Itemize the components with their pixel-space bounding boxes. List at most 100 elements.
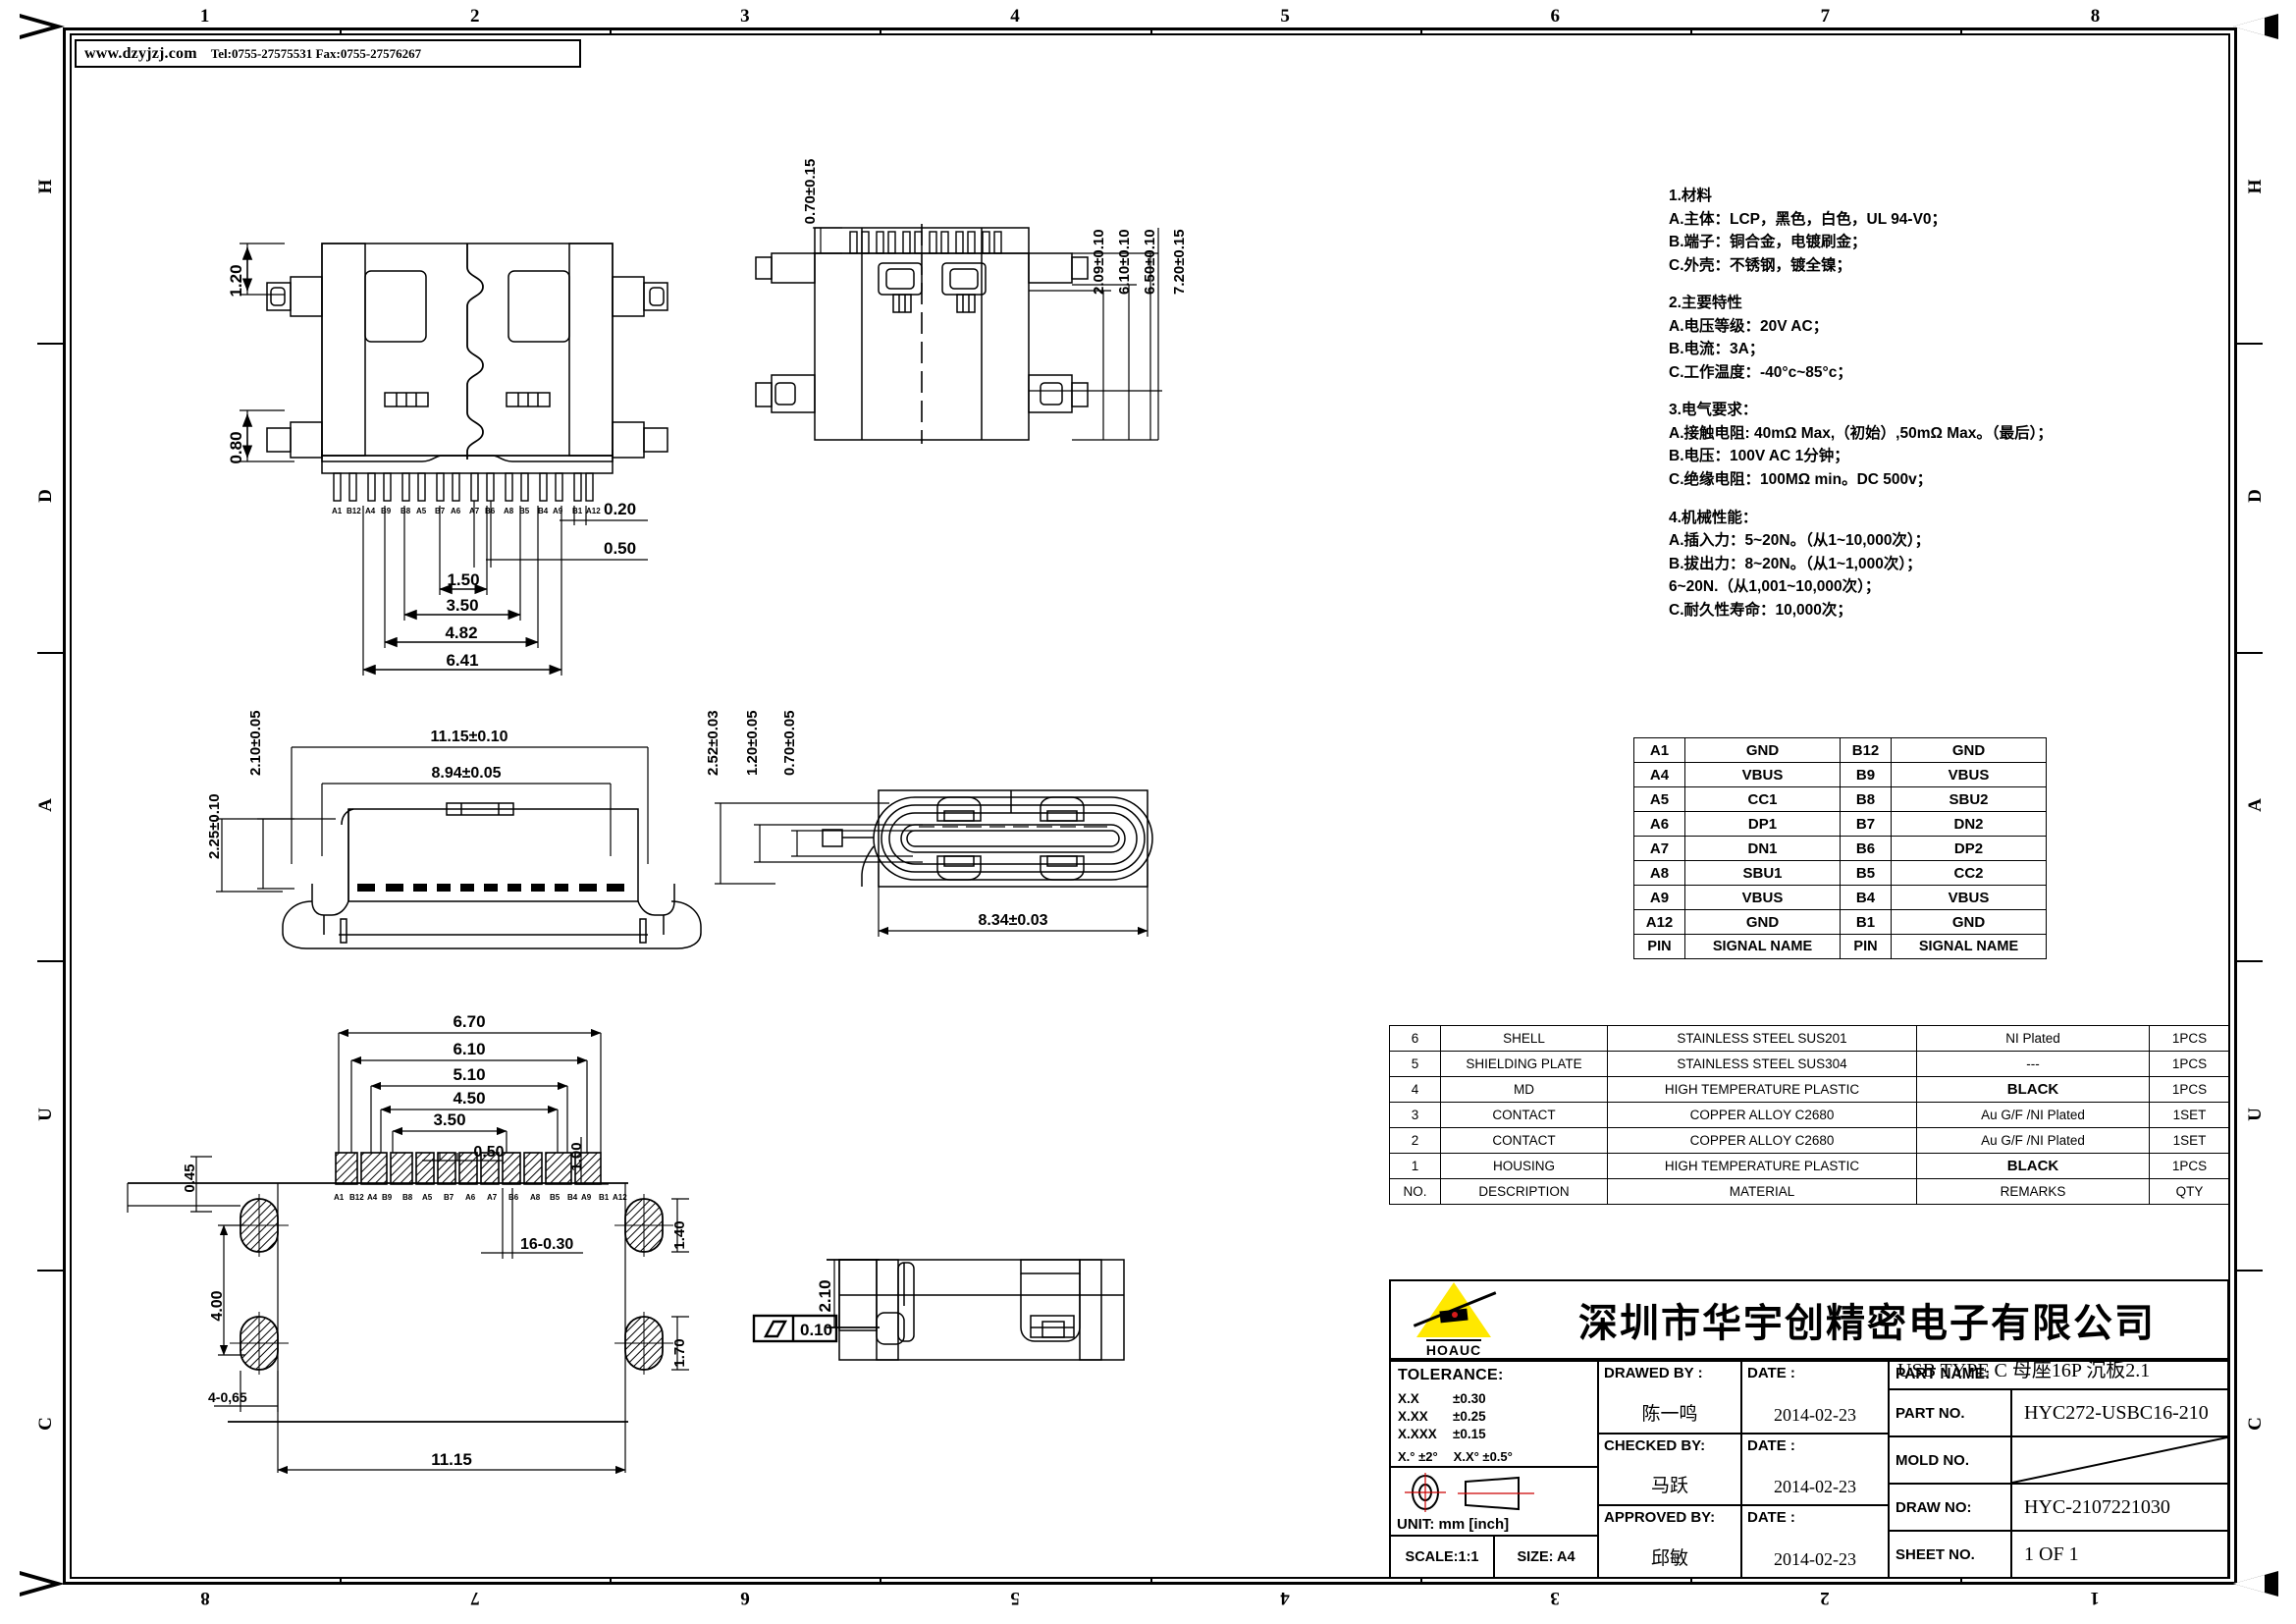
bom-qty-cell: 1PCS	[2149, 1025, 2230, 1052]
zone-label-left-U: U	[35, 1107, 56, 1121]
pin-table-header-cell: SIGNAL NAME	[1891, 934, 2047, 959]
drawed-by-cell: DRAWED BY : 陈一鸣	[1599, 1362, 1742, 1433]
pin-id-cell: A6	[1633, 811, 1685, 837]
note-line: C.工作温度：-40°c~85°c；	[1669, 363, 1852, 381]
logo-triangle-icon	[1413, 1281, 1497, 1337]
zone-tick-bottom	[610, 1578, 613, 1585]
bom-material-cell: HIGH TEMPERATURE PLASTIC	[1607, 1153, 1917, 1179]
bom-no-cell: 2	[1389, 1127, 1441, 1154]
part-no-row: PART NO. HYC272-USBC16-210	[1890, 1390, 2227, 1437]
note-line: C.外壳：不锈钢，镀全镍；	[1669, 256, 1852, 274]
bom-header-cell: DESCRIPTION	[1440, 1178, 1608, 1205]
zone-label-right-A: A	[2245, 798, 2266, 812]
zone-label-top-3: 3	[740, 6, 750, 27]
pin-id-cell: B8	[1840, 786, 1892, 812]
corner-marker-notch	[20, 18, 51, 35]
bom-material-cell: COPPER ALLOY C2680	[1607, 1102, 1917, 1128]
empty-field-slash-icon	[2012, 1437, 2227, 1483]
bom-material-cell: STAINLESS STEEL SUS304	[1607, 1051, 1917, 1077]
checked-by-cell: CHECKED BY: 马跃	[1599, 1434, 1742, 1505]
bom-remarks-cell: Au G/F /NI Plated	[1916, 1127, 2150, 1154]
approved-by-row: APPROVED BY: 邱敏 DATE : 2014-02-23	[1599, 1506, 1888, 1578]
zone-label-left-D: D	[35, 489, 56, 504]
draw-no-label: DRAW NO:	[1890, 1485, 2012, 1530]
tolerance-row: X.X±0.30	[1398, 1390, 1597, 1408]
zone-tick-bottom	[1149, 1578, 1152, 1585]
part-name-value: USB TYPE C 母座16P 沉板2.1	[1897, 1360, 2151, 1381]
bom-remarks-cell: BLACK	[1916, 1153, 2150, 1179]
zone-label-left-A: A	[35, 798, 56, 812]
drawed-date-label: DATE :	[1747, 1365, 1795, 1381]
mold-no-value	[2012, 1437, 2227, 1483]
pin-id-cell: A12	[1633, 909, 1685, 935]
zone-tick-top	[1149, 27, 1152, 34]
first-angle-projection-icon	[1405, 1473, 1446, 1512]
angular-tolerance-row: X.° ±2°X.X° ±0.5°	[1398, 1449, 1597, 1464]
bom-material-cell: STAINLESS STEEL SUS201	[1607, 1025, 1917, 1052]
pin-signal-cell: SBU1	[1684, 860, 1841, 886]
note-line: C.耐久性寿命：10,000次；	[1669, 601, 1852, 619]
pin-signal-cell: SBU2	[1891, 786, 2047, 812]
drawed-date-value: 2014-02-23	[1774, 1404, 1856, 1425]
corner-marker-notch	[2233, 1575, 2265, 1593]
pin-signal-cell: VBUS	[1684, 762, 1841, 787]
tolerance-row-value: ±0.15	[1453, 1426, 1486, 1441]
pin-signal-cell: VBUS	[1891, 762, 2047, 787]
drawed-date-cell: DATE : 2014-02-23	[1742, 1362, 1888, 1433]
pin-id-cell: B6	[1840, 836, 1892, 861]
zone-tick-top	[1419, 27, 1422, 34]
pin-id-cell: B4	[1840, 885, 1892, 910]
checked-by-row: CHECKED BY: 马跃 DATE : 2014-02-23	[1599, 1434, 1888, 1507]
part-info-column: PART NAME: USB TYPE C 母座16P 沉板2.1 PART N…	[1890, 1360, 2227, 1577]
note-line: 6~20N.（从1,001~10,000次）；	[1669, 578, 1881, 596]
part-name-label: PART NAME:	[1896, 1366, 1991, 1382]
note-line: B.电流：3A；	[1669, 341, 1765, 358]
website-url: www.dzyjzj.com	[84, 44, 197, 62]
bom-qty-cell: 1SET	[2149, 1127, 2230, 1154]
draw-no-row: DRAW NO: HYC-2107221030	[1890, 1485, 2227, 1532]
bom-description-cell: SHIELDING PLATE	[1440, 1051, 1608, 1077]
bom-no-cell: 5	[1389, 1051, 1441, 1077]
bom-header-cell: NO.	[1389, 1178, 1441, 1205]
angular-tolerance-value: X.X° ±0.5°	[1453, 1448, 1513, 1464]
pin-signal-cell: DP2	[1891, 836, 2047, 861]
pin-id-cell: B5	[1840, 860, 1892, 886]
note-line: A.插入力：5~20N。（从1~10,000次）；	[1669, 532, 1931, 550]
pin-id-cell: A1	[1633, 737, 1685, 763]
tolerance-row-label: X.X	[1398, 1391, 1419, 1406]
checked-date-value: 2014-02-23	[1774, 1477, 1856, 1497]
zone-label-top-8: 8	[2090, 6, 2101, 27]
checked-by-value: 马跃	[1650, 1476, 1688, 1497]
pin-signal-cell: DP1	[1684, 811, 1841, 837]
zone-label-top-5: 5	[1280, 6, 1290, 27]
signature-column: DRAWED BY : 陈一鸣 DATE : 2014-02-23 CHECKE…	[1599, 1362, 1890, 1578]
zone-label-bottom-6: 6	[740, 1588, 750, 1608]
pin-id-cell: B12	[1840, 737, 1892, 763]
bom-no-cell: 4	[1389, 1076, 1441, 1103]
zone-tick-bottom	[340, 1578, 343, 1585]
zone-tick-right	[2237, 960, 2263, 963]
zone-label-bottom-1: 1	[2090, 1588, 2101, 1608]
zone-tick-left	[37, 651, 63, 654]
pin-signal-cell: VBUS	[1891, 885, 2047, 910]
pin-signal-cell: CC2	[1891, 860, 2047, 886]
note-line: A.电压等级：20V AC；	[1669, 317, 1829, 335]
corner-marker-notch	[20, 1575, 51, 1593]
zone-label-bottom-2: 2	[1820, 1588, 1831, 1608]
zone-tick-top	[610, 27, 613, 34]
zone-tick-top	[340, 27, 343, 34]
zone-tick-left	[37, 960, 63, 963]
